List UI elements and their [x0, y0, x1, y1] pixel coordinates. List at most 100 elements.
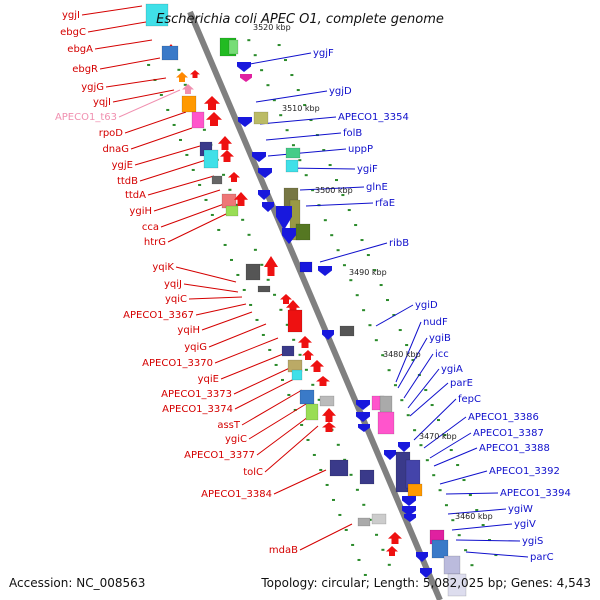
tick-dot — [470, 564, 474, 567]
gene-block — [245, 263, 261, 281]
gene-label: APECO1_3370 — [142, 358, 213, 369]
tick-dot — [266, 84, 270, 87]
gene-arrow — [298, 336, 312, 348]
gene-block — [305, 403, 319, 421]
leader-line — [299, 523, 353, 551]
tick-dot — [234, 203, 238, 206]
gene-label: yqjI — [93, 97, 111, 108]
tick-dot — [285, 323, 289, 326]
gene-label: ttdA — [125, 190, 146, 201]
tick-dot — [336, 249, 340, 252]
gene-label: yqiE — [198, 374, 219, 385]
tick-dot — [166, 108, 170, 111]
gene-block — [377, 411, 395, 435]
leader-line — [147, 175, 215, 196]
gene-arrow — [386, 546, 398, 556]
gene-label: rpoD — [99, 128, 124, 139]
tick-dot — [304, 368, 308, 371]
leader-line — [188, 296, 243, 300]
tick-dot — [210, 213, 214, 216]
tick-dot — [343, 458, 347, 461]
tick-dot — [260, 263, 264, 266]
genome-backbone — [187, 10, 443, 600]
gene-arrow — [310, 360, 324, 372]
gene-label: tolC — [243, 467, 263, 478]
tick-dot — [393, 384, 397, 387]
gene-label: fepC — [458, 394, 481, 405]
gene-arrow — [190, 70, 200, 78]
tick-dot — [349, 473, 353, 476]
accession-text: Accession: NC_008563 — [9, 576, 145, 590]
gene-label: APECO1_3384 — [201, 489, 272, 500]
tick-dot — [296, 89, 300, 92]
gene-label: ribB — [389, 238, 409, 249]
scale-label: 3480 kbp — [383, 350, 421, 359]
left-gene-labels: ygjIebgCebgAebgRygjGyqjIAPECO1_t63rpoDdn… — [55, 10, 298, 556]
gene-arrow — [237, 62, 251, 72]
tick-dot — [274, 363, 278, 366]
tick-dot — [406, 414, 410, 417]
tick-dot — [375, 533, 379, 536]
tick-dot — [322, 149, 326, 152]
tick-dot — [475, 509, 479, 512]
gene-arrow — [356, 400, 370, 410]
leader-line — [112, 89, 175, 103]
gene-block — [161, 45, 179, 61]
gene-label: ebgA — [67, 44, 93, 55]
gene-block — [181, 95, 197, 113]
tick-dot — [284, 59, 288, 62]
tick-dot — [255, 318, 259, 321]
gene-block — [443, 555, 461, 575]
tick-dot — [456, 464, 460, 467]
gene-label: parC — [530, 552, 554, 563]
leader-line — [255, 90, 328, 103]
gene-label: parE — [450, 378, 473, 389]
leader-line — [259, 116, 337, 125]
gene-label: ygjG — [81, 82, 104, 93]
tick-dot — [354, 224, 358, 227]
gene-block — [211, 175, 223, 185]
gene-arrow — [218, 136, 232, 150]
tick-dot — [413, 429, 417, 432]
tick-dot — [290, 74, 294, 77]
leader-line — [124, 111, 187, 134]
gene-block — [339, 325, 355, 337]
gene-arrow — [302, 350, 314, 360]
gene-block — [407, 483, 423, 497]
gene-arrow — [356, 412, 370, 422]
tick-dot — [400, 399, 404, 402]
tick-dot — [287, 393, 291, 396]
tick-dot — [387, 563, 391, 566]
gene-block — [203, 149, 219, 169]
tick-dot — [279, 308, 283, 311]
tick-dot — [241, 218, 245, 221]
gene-arrow — [318, 266, 332, 276]
gene-block — [357, 517, 371, 527]
gene-block — [291, 369, 303, 381]
tick-dot — [363, 573, 367, 576]
tick-dot — [277, 44, 281, 47]
tick-dot — [355, 294, 359, 297]
gene-arrow — [384, 450, 396, 460]
tick-dot — [247, 39, 251, 42]
tick-dot — [362, 503, 366, 506]
leader-line — [201, 311, 253, 331]
gene-block — [281, 345, 295, 357]
gene-block — [431, 539, 449, 559]
tick-dot — [387, 369, 391, 372]
tick-dot — [304, 174, 308, 177]
leader-line — [160, 203, 225, 228]
tick-dot — [280, 378, 284, 381]
tick-dot — [191, 168, 195, 171]
tick-dot — [432, 474, 436, 477]
gene-block — [285, 147, 301, 159]
gene-block — [299, 261, 313, 273]
tick-dot — [368, 518, 372, 521]
gene-label: APECO1_3392 — [489, 466, 560, 477]
gene-arrow — [264, 256, 278, 276]
leader-line — [220, 351, 289, 380]
gene-label: ygiC — [225, 434, 247, 445]
tick-dot — [260, 69, 264, 72]
